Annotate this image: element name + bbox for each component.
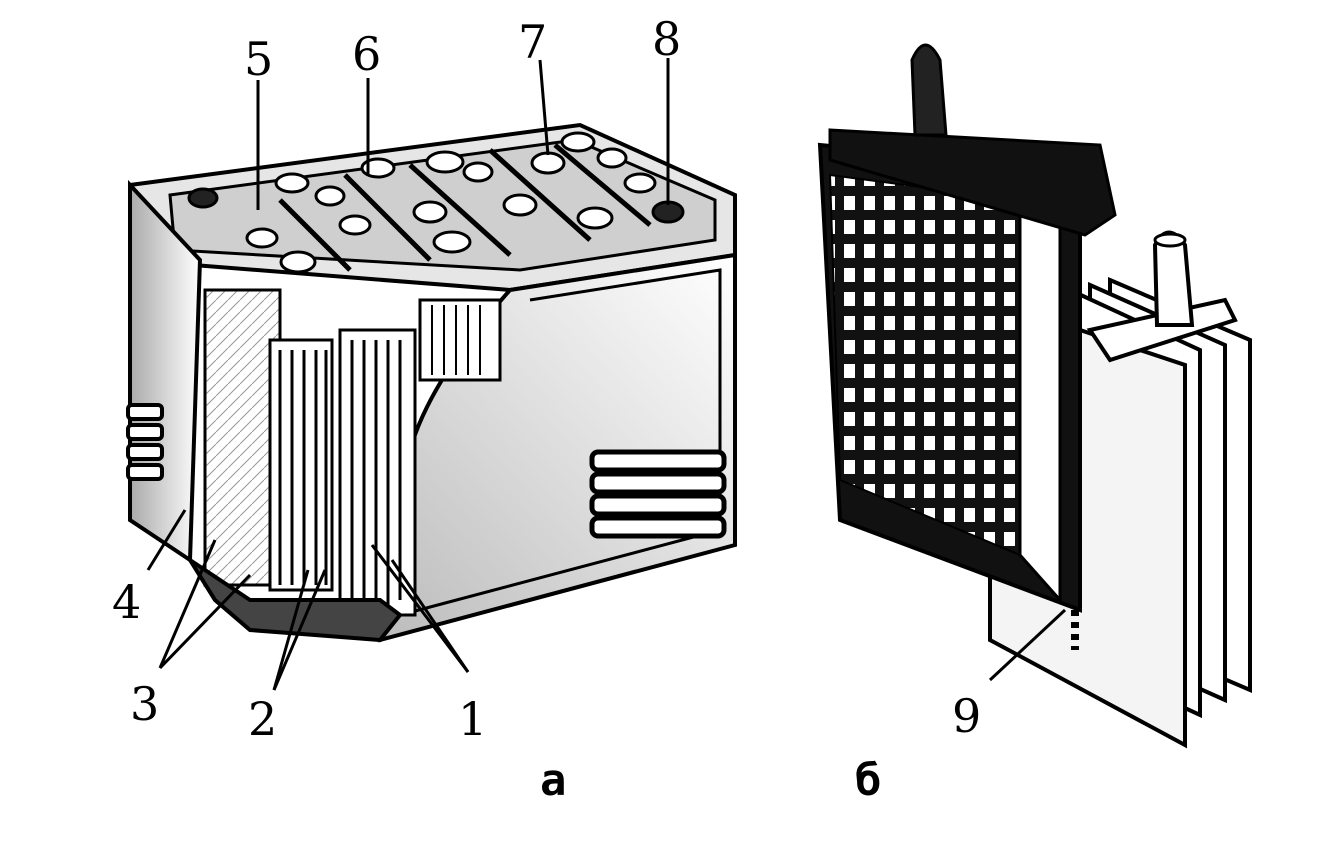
callout-3: 3 <box>130 677 159 731</box>
callout-1: 1 <box>458 692 487 746</box>
vent-plugs <box>245 131 657 274</box>
callout-9: 9 <box>952 689 981 743</box>
subfigure-label-a: а <box>540 755 567 806</box>
terminals <box>187 187 685 224</box>
callout-8: 8 <box>652 12 681 66</box>
callout-6: 6 <box>352 27 381 81</box>
plate-block <box>203 288 502 617</box>
plate-lug-left <box>910 43 948 137</box>
handle-ribs <box>589 449 727 539</box>
callout-4: 4 <box>112 575 141 629</box>
callout-2: 2 <box>248 692 277 746</box>
leader-line-9 <box>988 608 1067 682</box>
callout-5: 5 <box>244 32 273 86</box>
callout-7: 7 <box>518 15 547 69</box>
battery-cutaway <box>126 122 737 643</box>
leader-lines-a <box>146 58 670 691</box>
plate-assembly <box>817 43 1252 749</box>
subfigure-label-b: б <box>855 755 882 806</box>
